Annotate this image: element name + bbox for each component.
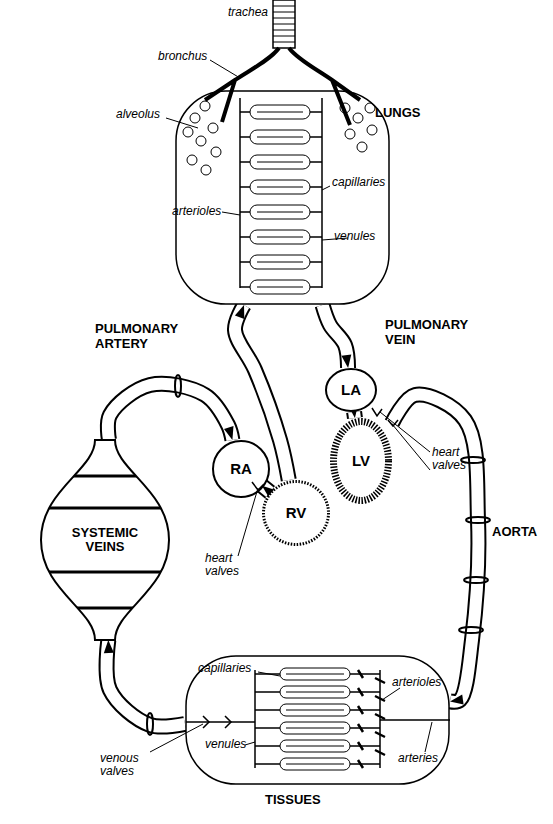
node-outline — [175, 90, 390, 305]
flow-arrowhead — [341, 355, 351, 369]
chamber-outline — [326, 369, 376, 411]
part-label: arterioles — [392, 676, 450, 689]
node-label: LUNGS — [375, 106, 421, 120]
flow-arrowhead — [450, 695, 464, 705]
vessel-lumen — [107, 640, 185, 727]
vein-band — [40, 476, 170, 608]
heart-chamber: RV — [262, 480, 330, 546]
heart-chamber: LA — [325, 368, 377, 412]
heart-chamber: RA — [212, 440, 270, 498]
node-label: LA — [341, 382, 361, 399]
vessel-coil — [459, 627, 483, 633]
part-label: venous valves — [100, 752, 150, 778]
part-label: trachea — [228, 6, 276, 19]
part-label: capillaries — [332, 176, 394, 189]
node-label: TISSUES — [265, 793, 321, 807]
blood-vessel — [108, 384, 234, 440]
vessel-label: PULMONARY VEIN — [385, 318, 495, 348]
bed-outline — [176, 91, 389, 304]
vein-reservoir: SYSTEMIC VEINS — [40, 440, 170, 640]
heart-chamber: LV — [330, 418, 392, 504]
vessel-coil — [464, 577, 488, 583]
chamber-outline — [264, 482, 329, 545]
vein-outline — [41, 440, 169, 640]
vessel-wall — [108, 384, 233, 440]
node-label: SYSTEMIC VEINS — [60, 526, 150, 555]
vessel-label: PULMONARY ARTERY — [95, 322, 195, 352]
node-label: RV — [286, 505, 307, 522]
leader-lines — [150, 60, 432, 752]
vessel-label: AORTA — [492, 525, 552, 540]
part-label: arterioles — [172, 205, 232, 218]
vessel-coil — [175, 375, 181, 397]
flow-arrowhead — [224, 426, 234, 440]
chamber-outline — [213, 441, 269, 497]
lung-capillary-bed: LUNGS — [175, 90, 390, 305]
part-label: heart valves — [432, 446, 477, 472]
part-label: heart valves — [205, 552, 250, 578]
blood-vessel — [104, 640, 185, 727]
part-label: bronchus — [158, 50, 218, 63]
bed-outline — [186, 656, 449, 784]
vessel-lumen — [108, 384, 233, 440]
part-label: arteries — [398, 752, 448, 765]
trachea-rings — [273, 6, 295, 42]
trachea-tube — [273, 0, 295, 48]
node-label: LV — [352, 453, 370, 470]
vessel-coil — [147, 713, 153, 735]
chamber-outline — [334, 422, 389, 501]
flow-arrowhead — [104, 640, 114, 653]
vessel-coil — [466, 517, 490, 523]
flow-arrowhead — [235, 305, 244, 319]
blood-vessel — [323, 305, 352, 368]
part-label: capillaries — [198, 662, 260, 675]
vessel-wall — [107, 640, 185, 727]
part-label: venules — [334, 230, 384, 243]
part-label: venules — [205, 738, 250, 751]
node-label: RA — [230, 461, 252, 478]
part-label: alveolus — [116, 108, 171, 121]
